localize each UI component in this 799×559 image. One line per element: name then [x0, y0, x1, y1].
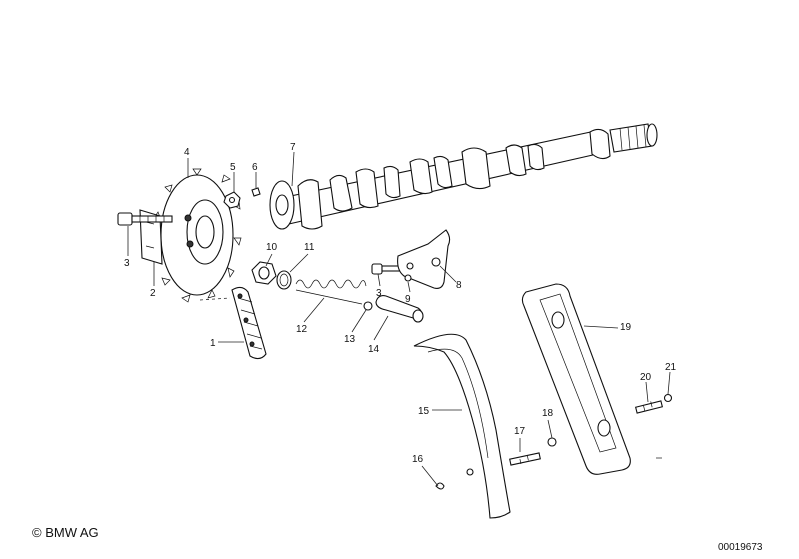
label-18: 18 [542, 408, 554, 419]
circlip [435, 482, 445, 490]
label-10: 10 [266, 242, 278, 253]
label-12: 12 [296, 324, 308, 335]
copyright-notice: © BMW AG [32, 525, 99, 540]
label-19: 19 [620, 322, 632, 333]
tensioner-bracket [397, 229, 451, 289]
retaining-clip [663, 393, 673, 403]
plug-screw [251, 261, 277, 285]
label-4: 4 [184, 147, 190, 158]
seal-ring [276, 270, 292, 290]
pin [251, 187, 261, 197]
lock-plate [139, 209, 163, 265]
label-9: 9 [405, 294, 411, 305]
guide-pin-upper [634, 400, 664, 414]
label-20: 20 [640, 372, 652, 383]
camshaft-sprocket [153, 168, 242, 303]
label-16: 16 [412, 454, 424, 465]
label-2: 2 [150, 288, 156, 299]
sprocket-bolt [117, 212, 173, 226]
piston [375, 295, 424, 323]
ball [363, 301, 373, 311]
chain-guide [521, 283, 631, 475]
label-13: 13 [344, 334, 356, 345]
label-7: 7 [290, 142, 296, 153]
camshaft [269, 123, 658, 230]
label-6: 6 [252, 162, 258, 173]
label-3-left: 3 [124, 258, 130, 269]
timing-chain [199, 286, 267, 360]
label-8: 8 [456, 280, 462, 291]
spring-clip [547, 437, 557, 447]
label-1: 1 [210, 338, 216, 349]
label-15: 15 [418, 406, 430, 417]
label-21: 21 [665, 362, 677, 373]
label-17: 17 [514, 426, 526, 437]
label-11: 11 [304, 242, 315, 253]
document-number: 00019673 [718, 542, 763, 553]
washer [404, 274, 412, 282]
compression-spring [295, 279, 367, 305]
callouts: 1 2 3 3 4 5 6 7 8 9 10 11 12 [124, 142, 677, 487]
label-14: 14 [368, 344, 380, 355]
label-3-mid: 3 [376, 288, 382, 299]
guide-pin-lower [509, 452, 541, 466]
tensioner-rail [413, 333, 511, 519]
label-5: 5 [230, 162, 236, 173]
